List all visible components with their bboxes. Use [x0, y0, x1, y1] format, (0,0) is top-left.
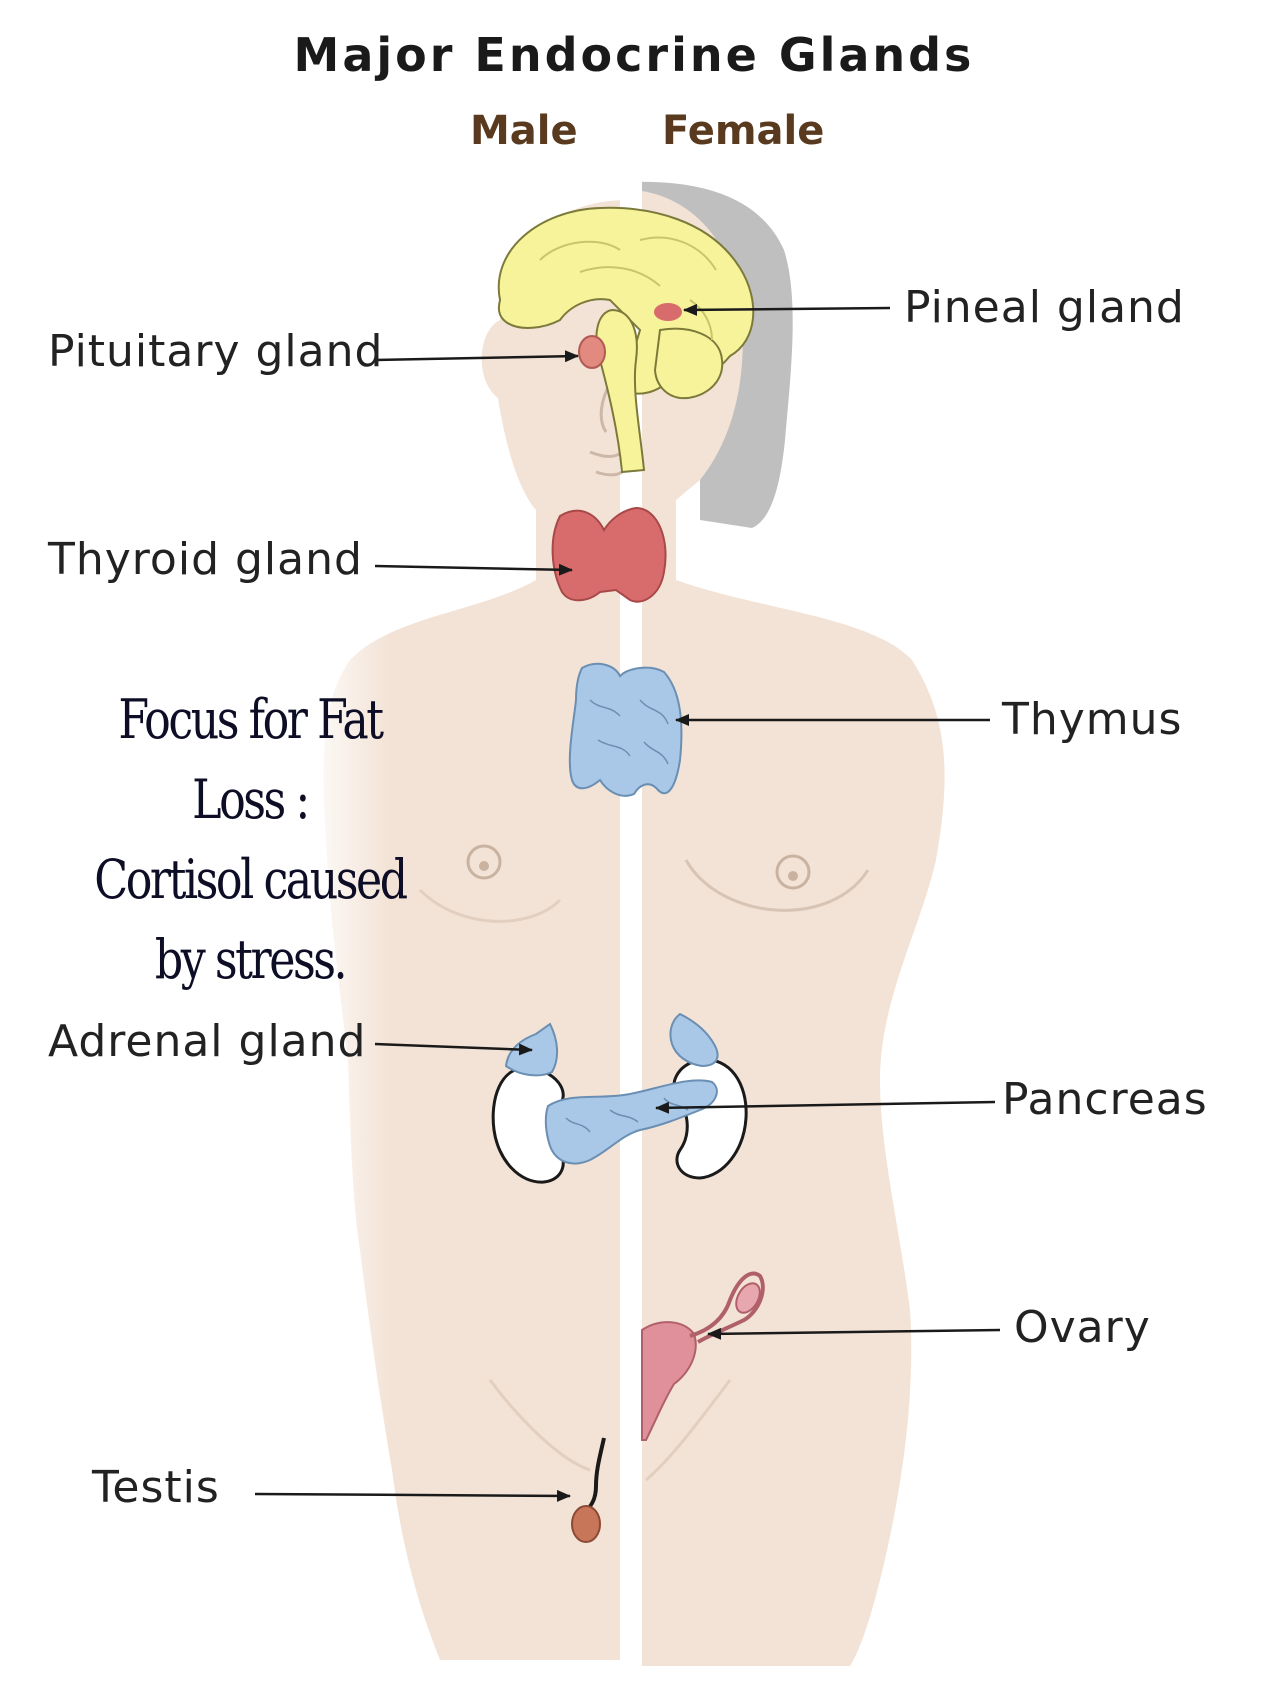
testis-pointer — [254, 1489, 571, 1502]
male-subtitle: Male — [470, 108, 578, 154]
right-adrenal-gland — [669, 1012, 719, 1068]
female-nipple — [775, 854, 811, 890]
ovary-label: Ovary — [1014, 1302, 1151, 1353]
female-subtitle: Female — [662, 108, 825, 154]
diagram-title: Major Endocrine Glands — [293, 28, 975, 82]
pancreas-pointer — [655, 1100, 996, 1114]
ovary-pointer — [707, 1327, 1001, 1340]
pancreas-texture — [565, 1097, 689, 1133]
thyroid-gland — [551, 506, 667, 603]
thymus — [568, 662, 683, 797]
pancreas-label: Pancreas — [1002, 1074, 1208, 1125]
note-line-3: by stress. — [154, 928, 348, 991]
pancreas — [544, 1079, 718, 1165]
pineal-pointer — [683, 303, 891, 316]
groin-contour — [488, 1379, 732, 1482]
thymus-texture — [589, 699, 669, 765]
adrenal-label: Adrenal gland — [48, 1016, 367, 1067]
uterus — [641, 1321, 697, 1441]
testis — [571, 1505, 601, 1543]
thyroid-pointer — [374, 563, 573, 576]
brain-folds — [539, 236, 717, 341]
ovary — [735, 1282, 761, 1314]
chest-contour — [418, 888, 562, 923]
pineal-gland — [654, 303, 682, 321]
male-nipple — [466, 844, 502, 880]
pituitary-label: Pituitary gland — [48, 326, 384, 377]
male-body — [323, 200, 628, 1660]
testis-label: Testis — [92, 1462, 220, 1513]
pituitary-pointer — [374, 350, 579, 363]
thymus-label: Thymus — [1002, 694, 1183, 745]
cerebellum — [653, 327, 724, 400]
fallopian-tube — [689, 1271, 765, 1344]
note-line-1: Focus for Fat Loss : — [118, 688, 384, 831]
thyroid-label: Thyroid gland — [48, 534, 363, 585]
adrenal-pointer — [374, 1042, 533, 1056]
note-line-2: Cortisol caused — [94, 848, 408, 911]
fat-loss-note: Focus for Fat Loss : Cortisol caused by … — [70, 680, 431, 1000]
pituitary-gland — [578, 335, 606, 369]
breast-contour — [684, 859, 870, 912]
female-body — [634, 190, 945, 1666]
pineal-label: Pineal gland — [904, 282, 1185, 333]
